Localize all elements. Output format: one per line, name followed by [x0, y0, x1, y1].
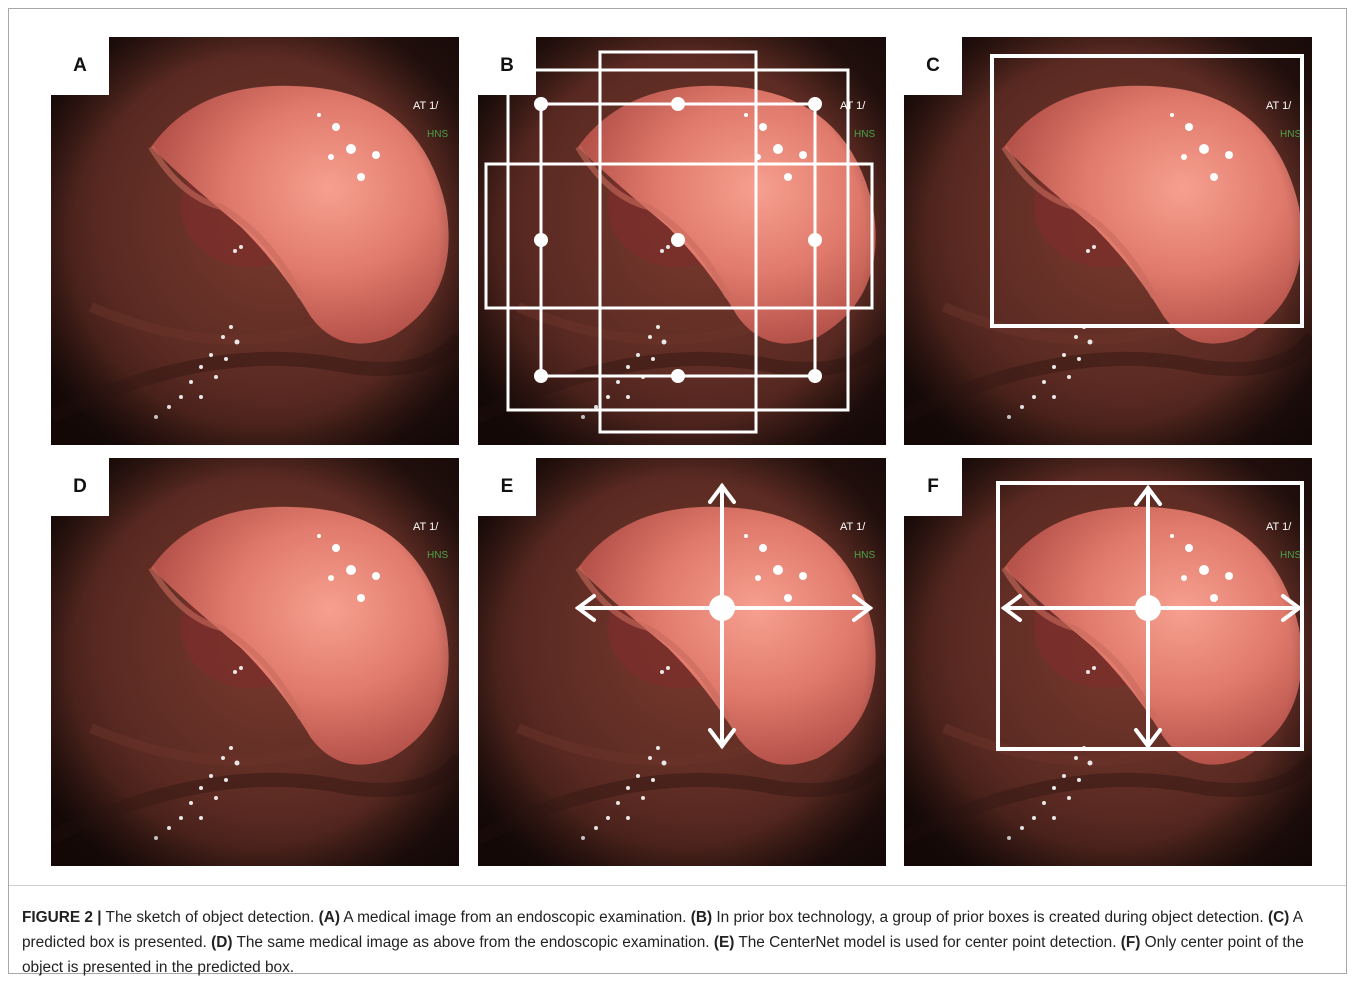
panel-label: C — [904, 37, 962, 95]
caption-text-d: The same medical image as above from the… — [232, 934, 713, 951]
center-arrows-overlay — [478, 458, 886, 866]
caption-tag-f: (F) — [1121, 934, 1141, 951]
anchor-point — [671, 233, 685, 247]
panel-c: AT 1/ HNS C — [904, 37, 1312, 445]
caption-tag-d: (D) — [211, 934, 232, 951]
anchor-point — [671, 97, 685, 111]
panel-label: D — [51, 458, 109, 516]
panel-label: F — [904, 458, 962, 516]
overlay-text-2: HNS — [427, 129, 448, 140]
caption-text-b: In prior box technology, a group of prio… — [712, 909, 1268, 926]
center-point — [709, 595, 735, 621]
panel-b: AT 1/ HNS B — [478, 37, 886, 445]
predicted-box — [992, 56, 1302, 326]
overlay-text-1: AT 1/ — [413, 100, 439, 112]
caption-text-a: A medical image from an endoscopic exami… — [340, 909, 691, 926]
panel-a: AT 1/ HNS A — [51, 37, 459, 445]
predicted-box-overlay — [904, 37, 1312, 445]
caption-separator — [9, 885, 1346, 886]
panel-f: AT 1/ HNS F — [904, 458, 1312, 866]
box-and-arrows-overlay — [904, 458, 1312, 866]
panel-e: AT 1/ HNS E — [478, 458, 886, 866]
anchor-point — [808, 97, 822, 111]
anchor-point — [534, 97, 548, 111]
caption-tag-a: (A) — [319, 909, 340, 926]
figure-caption: FIGURE 2 | The sketch of object detectio… — [22, 905, 1342, 980]
anchor-point — [534, 233, 548, 247]
anchor-point — [808, 369, 822, 383]
center-point — [1135, 595, 1161, 621]
anchor-point — [534, 369, 548, 383]
overlay-text-1: AT 1/ — [413, 521, 439, 533]
caption-title: The sketch of object detection. — [102, 909, 319, 926]
caption-tag-c: (C) — [1268, 909, 1289, 926]
panel-label: A — [51, 37, 109, 95]
caption-tag-b: (B) — [691, 909, 712, 926]
figure-label: FIGURE 2 | — [22, 909, 102, 926]
anchor-point — [808, 233, 822, 247]
anchor-point — [671, 369, 685, 383]
panel-label: E — [478, 458, 536, 516]
prior-boxes-overlay — [478, 37, 886, 445]
panel-d: AT 1/ HNS D — [51, 458, 459, 866]
panel-label: B — [478, 37, 536, 95]
endoscopic-image: AT 1/ HNS — [51, 458, 459, 866]
overlay-text-2: HNS — [427, 550, 448, 561]
caption-text-e: The CenterNet model is used for center p… — [734, 934, 1120, 951]
caption-tag-e: (E) — [714, 934, 735, 951]
endoscopic-image: AT 1/ HNS — [51, 37, 459, 445]
